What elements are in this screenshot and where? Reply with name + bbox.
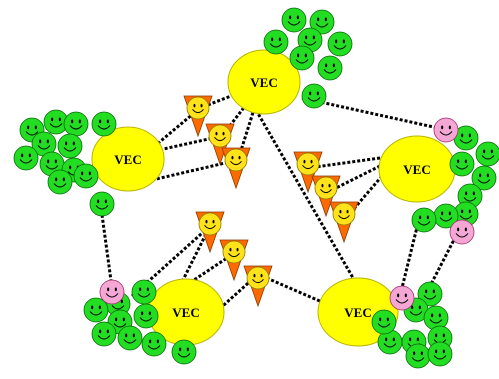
green-smiley-icon (117, 325, 143, 351)
relay-node (221, 147, 251, 190)
link-line (307, 156, 381, 170)
green-smiley-icon (309, 9, 335, 35)
relay-node (205, 123, 235, 166)
relay-face-icon (314, 176, 338, 200)
relay-node (183, 95, 213, 138)
relay-node (219, 239, 249, 282)
green-smiley-icon (405, 343, 431, 369)
green-smiley-icon (281, 7, 307, 33)
link-line (426, 231, 460, 291)
vec-node: VEC (91, 126, 165, 192)
vec-node: VEC (227, 49, 301, 115)
vec-label: VEC (250, 75, 277, 90)
green-smiley-icon (133, 303, 159, 329)
green-smiley-icon (411, 207, 437, 233)
green-smiley-icon (131, 279, 157, 305)
relay-face-icon (198, 212, 222, 236)
pink-smiley-icon (389, 285, 415, 311)
vec-node: VEC (378, 135, 456, 203)
green-smiley-icon (13, 145, 39, 171)
green-smiley-icon (317, 55, 343, 81)
member-smileys (13, 7, 499, 369)
green-smiley-icon (433, 203, 459, 229)
green-smiley-icon (63, 111, 89, 137)
green-smiley-icon (57, 133, 83, 159)
relay-face-icon (222, 240, 246, 264)
green-smiley-icon (301, 83, 327, 109)
green-smiley-icon (47, 169, 73, 195)
green-smiley-icon (327, 31, 353, 57)
link-line (254, 109, 362, 291)
relay-face-icon (208, 124, 232, 148)
link-line (236, 83, 264, 161)
green-smiley-icon (417, 281, 443, 307)
pink-smiley-icon (449, 219, 475, 245)
relay-node (293, 151, 323, 194)
vec-label: VEC (344, 305, 371, 320)
green-smiley-icon (471, 165, 497, 191)
green-smiley-icon (91, 321, 117, 347)
green-smiley-icon (423, 305, 449, 331)
relay-face-icon (224, 148, 248, 172)
green-smiley-icon (73, 163, 99, 189)
relay-node (329, 201, 359, 244)
green-smiley-icon (141, 331, 167, 357)
green-smiley-icon (475, 141, 499, 167)
pink-smiley-icon (99, 279, 125, 305)
relay-node (311, 175, 341, 218)
relay-node (195, 211, 225, 254)
green-smiley-icon (263, 29, 289, 55)
link-line (398, 214, 422, 297)
green-smiley-icon (89, 191, 115, 217)
vec-label: VEC (172, 305, 199, 320)
green-smiley-icon (427, 341, 453, 367)
relay-node (243, 265, 273, 308)
relay-nodes (183, 95, 359, 308)
pink-smiley-icon (433, 117, 459, 143)
green-smiley-icon (91, 111, 117, 137)
green-smiley-icon (83, 297, 109, 323)
relay-face-icon (186, 96, 210, 120)
relay-face-icon (332, 202, 356, 226)
vec-label: VEC (114, 152, 141, 167)
link-line (261, 274, 323, 304)
vec-label: VEC (403, 162, 430, 177)
green-smiley-icon (449, 151, 475, 177)
relay-face-icon (246, 266, 270, 290)
green-smiley-icon (371, 309, 397, 335)
link-line (301, 96, 439, 130)
green-smiley-icon (171, 339, 197, 365)
vec-node: VEC (147, 278, 225, 346)
relay-face-icon (296, 152, 320, 176)
green-smiley-icon (289, 45, 315, 71)
